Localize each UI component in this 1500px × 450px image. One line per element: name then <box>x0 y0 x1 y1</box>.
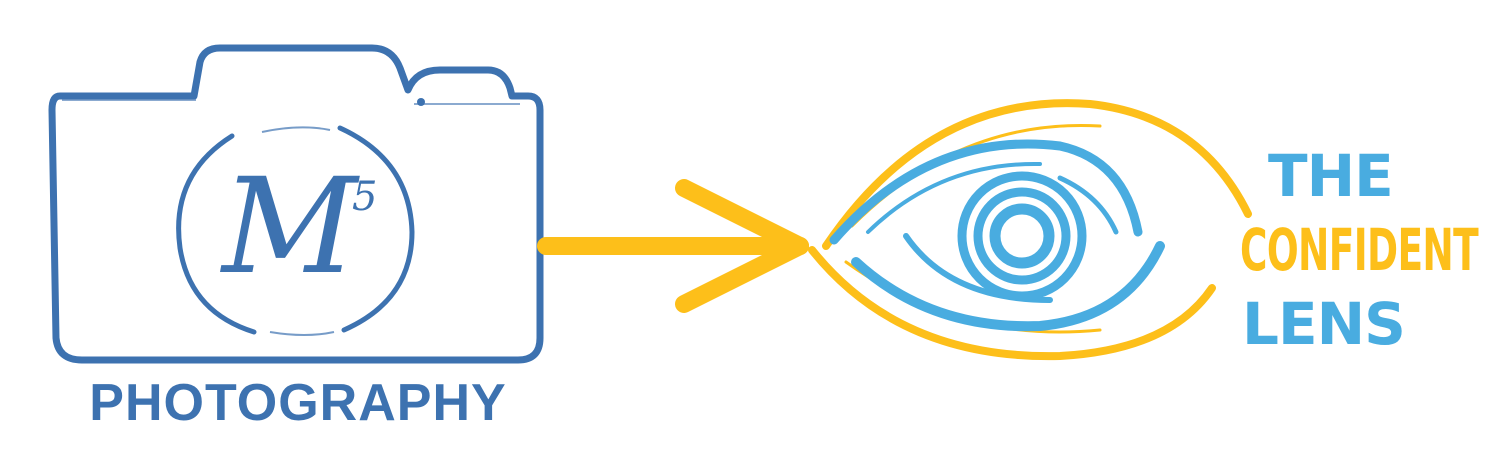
camera-icon <box>48 44 544 364</box>
lens-title-line3: LENS <box>1242 290 1405 358</box>
monogram-m: M <box>220 150 360 304</box>
confident-lens-logo: THE CONFIDENT LENS <box>808 99 1480 361</box>
eye-iris <box>957 171 1087 301</box>
photography-wordmark: PHOTOGRAPHY <box>89 374 506 432</box>
viewfinder-dot <box>417 98 425 106</box>
lens-title-line2: CONFIDENT <box>1240 216 1479 284</box>
monogram-superscript: 5 <box>352 174 377 220</box>
lens-ring-left-arc <box>176 133 257 335</box>
arrow-right-icon <box>537 179 809 313</box>
m5-photography-logo: M 5 PHOTOGRAPHY <box>48 44 544 432</box>
lens-title-line1: THE <box>1268 142 1393 210</box>
lens-ring-right-arc <box>337 125 415 333</box>
